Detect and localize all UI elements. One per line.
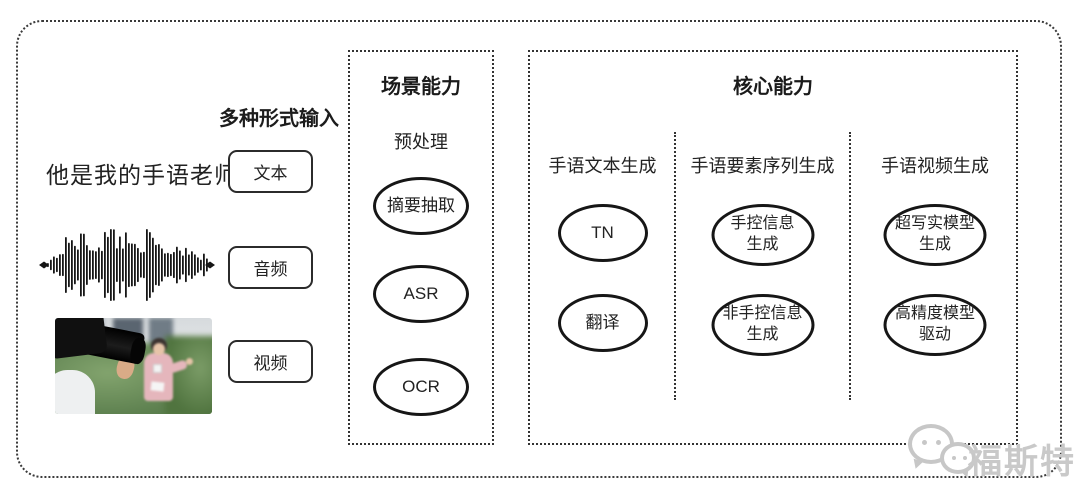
node-translation: 翻译	[557, 294, 648, 352]
audio-waveform-icon	[38, 225, 216, 305]
node-hyperreal-model-generation: 超写实模型 生成	[883, 204, 987, 266]
core-capability-title: 核心能力	[733, 76, 813, 98]
column-divider	[849, 132, 851, 400]
wechat-icon	[940, 442, 976, 474]
input-type-box-audio: 音频	[228, 246, 313, 289]
scene-capability-title: 场景能力	[381, 76, 461, 98]
node-high-precision-model-driving: 高精度模型 驱动	[883, 294, 987, 356]
column-divider	[674, 132, 676, 400]
scene-capability-box: 场景能力 预处理 摘要抽取 ASR OCR	[348, 50, 494, 445]
node-summary-extraction: 摘要抽取	[373, 177, 469, 235]
input-section-label: 多种形式输入	[219, 108, 339, 130]
reporter-shape	[141, 338, 197, 414]
input-type-box-video: 视频	[228, 340, 313, 383]
column-header: 手语文本生成	[548, 156, 657, 176]
watermark-text: 福斯特	[968, 443, 1076, 481]
outer-dotted-border	[16, 20, 1062, 478]
input-type-box-text: 文本	[228, 150, 313, 193]
column-sign-element-sequence-generation: 手语要素序列生成 手控信息 生成 非手控信息 生成	[675, 52, 850, 443]
camera-body-shape	[55, 318, 108, 360]
column-header: 手语视频生成	[881, 156, 989, 176]
input-type-label: 音频	[253, 260, 288, 279]
column-sign-video-generation: 手语视频生成 超写实模型 生成 高精度模型 驱动	[850, 52, 1020, 443]
column-sign-text-generation: 手语文本生成 TN 翻译	[530, 52, 675, 443]
core-capability-box: 核心能力 手语文本生成 TN 翻译 手语要素序列生成 手控信息 生成 非手控信息…	[528, 50, 1018, 445]
input-type-label: 视频	[253, 354, 288, 373]
node-ocr: OCR	[373, 358, 469, 416]
watermark: 福斯特	[900, 420, 1080, 482]
preprocess-label: 预处理	[394, 132, 448, 152]
node-non-manual-info-generation: 非手控信息 生成	[711, 294, 814, 356]
node-tn: TN	[557, 204, 648, 262]
node-asr: ASR	[373, 265, 469, 323]
input-type-label: 文本	[253, 164, 288, 183]
cameraman-shirt-shape	[55, 370, 95, 414]
column-header: 手语要素序列生成	[690, 156, 835, 176]
sample-sentence-text: 他是我的手语老师	[46, 162, 238, 188]
video-frame-image	[55, 318, 212, 414]
node-manual-info-generation: 手控信息 生成	[711, 204, 814, 266]
